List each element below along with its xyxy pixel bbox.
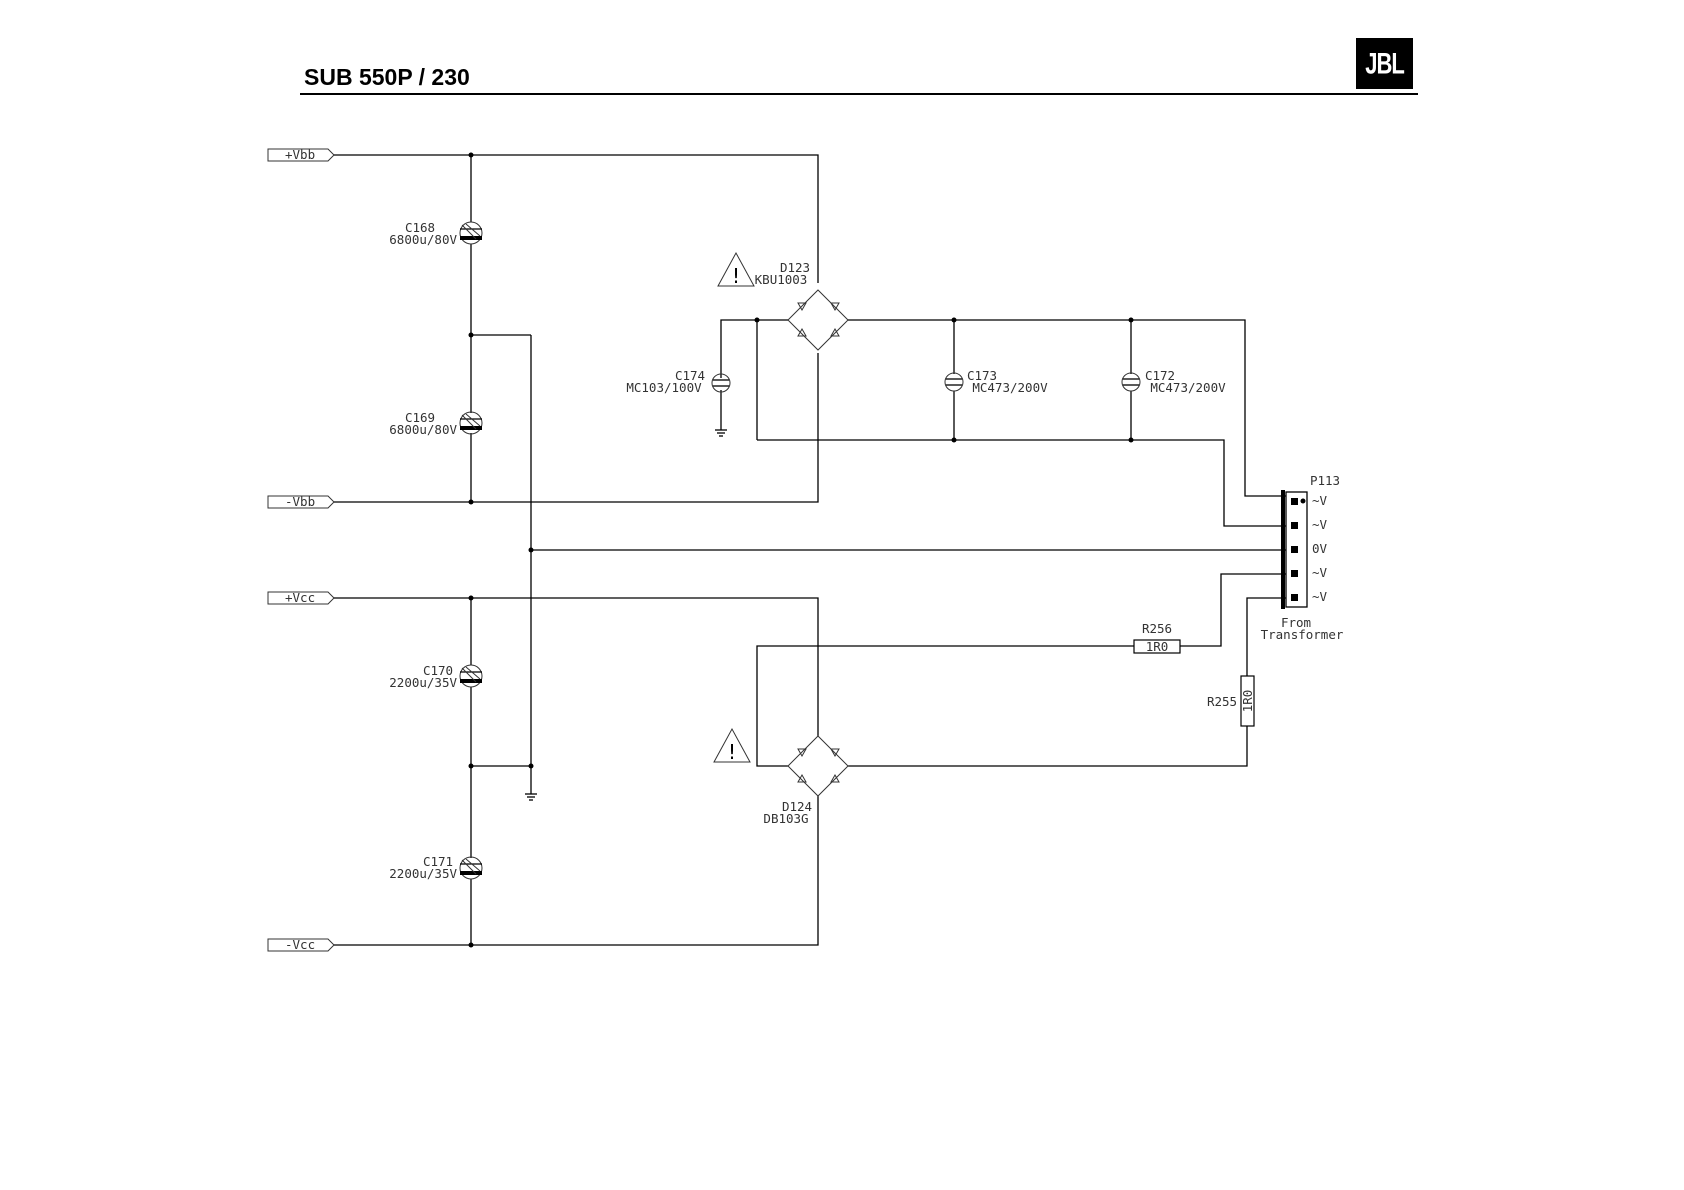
junction: [952, 438, 957, 443]
c171-value: 2200u/35V: [389, 866, 457, 881]
p113-pin-3: 0V: [1312, 541, 1328, 556]
warning-mark: !: [728, 740, 736, 764]
junction: [469, 333, 474, 338]
port-vcc-neg: -Vcc: [268, 937, 334, 952]
capacitor-c174: C174 MC103/100V: [626, 368, 730, 395]
port-vcc-pos-label: +Vcc: [285, 590, 315, 605]
warning-mark: !: [732, 264, 740, 288]
c172-value: MC473/200V: [1150, 380, 1226, 395]
junction: [469, 596, 474, 601]
r255-ref: R255: [1207, 694, 1237, 709]
d123-value: KBU1003: [755, 272, 808, 287]
p113-pin-5: ~V: [1312, 589, 1328, 604]
d124-value: DB103G: [763, 811, 808, 826]
vbb-wiring: [334, 155, 1286, 766]
c168-value: 6800u/80V: [389, 232, 457, 247]
junction: [469, 764, 474, 769]
bridge-rectifier-d123: D123 KBU1003: [755, 260, 848, 350]
bridge-rectifier-d124: D124 DB103G: [763, 736, 848, 826]
junction: [1129, 318, 1134, 323]
junction: [469, 153, 474, 158]
p113-note-line2: Transformer: [1261, 627, 1344, 642]
junction: [1129, 438, 1134, 443]
port-vbb-neg-label: -Vbb: [285, 494, 315, 509]
resistor-r256: R256 1R0: [1134, 621, 1180, 654]
warning-icon: !: [714, 729, 750, 764]
port-vbb-neg: -Vbb: [268, 494, 334, 509]
r255-value: 1R0: [1240, 690, 1255, 713]
junction: [469, 943, 474, 948]
port-vcc-pos: +Vcc: [268, 590, 334, 605]
c173-value: MC473/200V: [972, 380, 1048, 395]
d123-wiring: [715, 320, 1286, 526]
c170-value: 2200u/35V: [389, 675, 457, 690]
capacitor-c171: C171 2200u/35V: [389, 854, 482, 881]
c174-value: MC103/100V: [626, 380, 702, 395]
p113-ref: P113: [1310, 473, 1340, 488]
junction: [952, 318, 957, 323]
junction: [469, 500, 474, 505]
resistor-r255: R255 1R0: [1207, 676, 1255, 726]
capacitor-c173: C173 MC473/200V: [945, 368, 1048, 395]
r256-ref: R256: [1142, 621, 1172, 636]
port-vbb-pos: +Vbb: [268, 147, 334, 162]
junction: [529, 764, 534, 769]
r256-value: 1R0: [1146, 639, 1169, 654]
connector-p113: P113 ~V ~V 0V ~V ~V From Transformer: [1261, 473, 1344, 642]
capacitor-c169: C169 6800u/80V: [389, 410, 482, 437]
port-vbb-pos-label: +Vbb: [285, 147, 315, 162]
capacitor-c170: C170 2200u/35V: [389, 663, 482, 690]
junction: [755, 318, 760, 323]
warning-icon: !: [718, 253, 754, 288]
p113-pin-4: ~V: [1312, 565, 1328, 580]
p113-pin-1: ~V: [1312, 493, 1328, 508]
junction: [529, 548, 534, 553]
p113-pin-2: ~V: [1312, 517, 1328, 532]
c169-value: 6800u/80V: [389, 422, 457, 437]
port-vcc-neg-label: -Vcc: [285, 937, 315, 952]
capacitor-c172: C172 MC473/200V: [1122, 368, 1226, 395]
capacitor-c168: C168 6800u/80V: [389, 220, 482, 247]
